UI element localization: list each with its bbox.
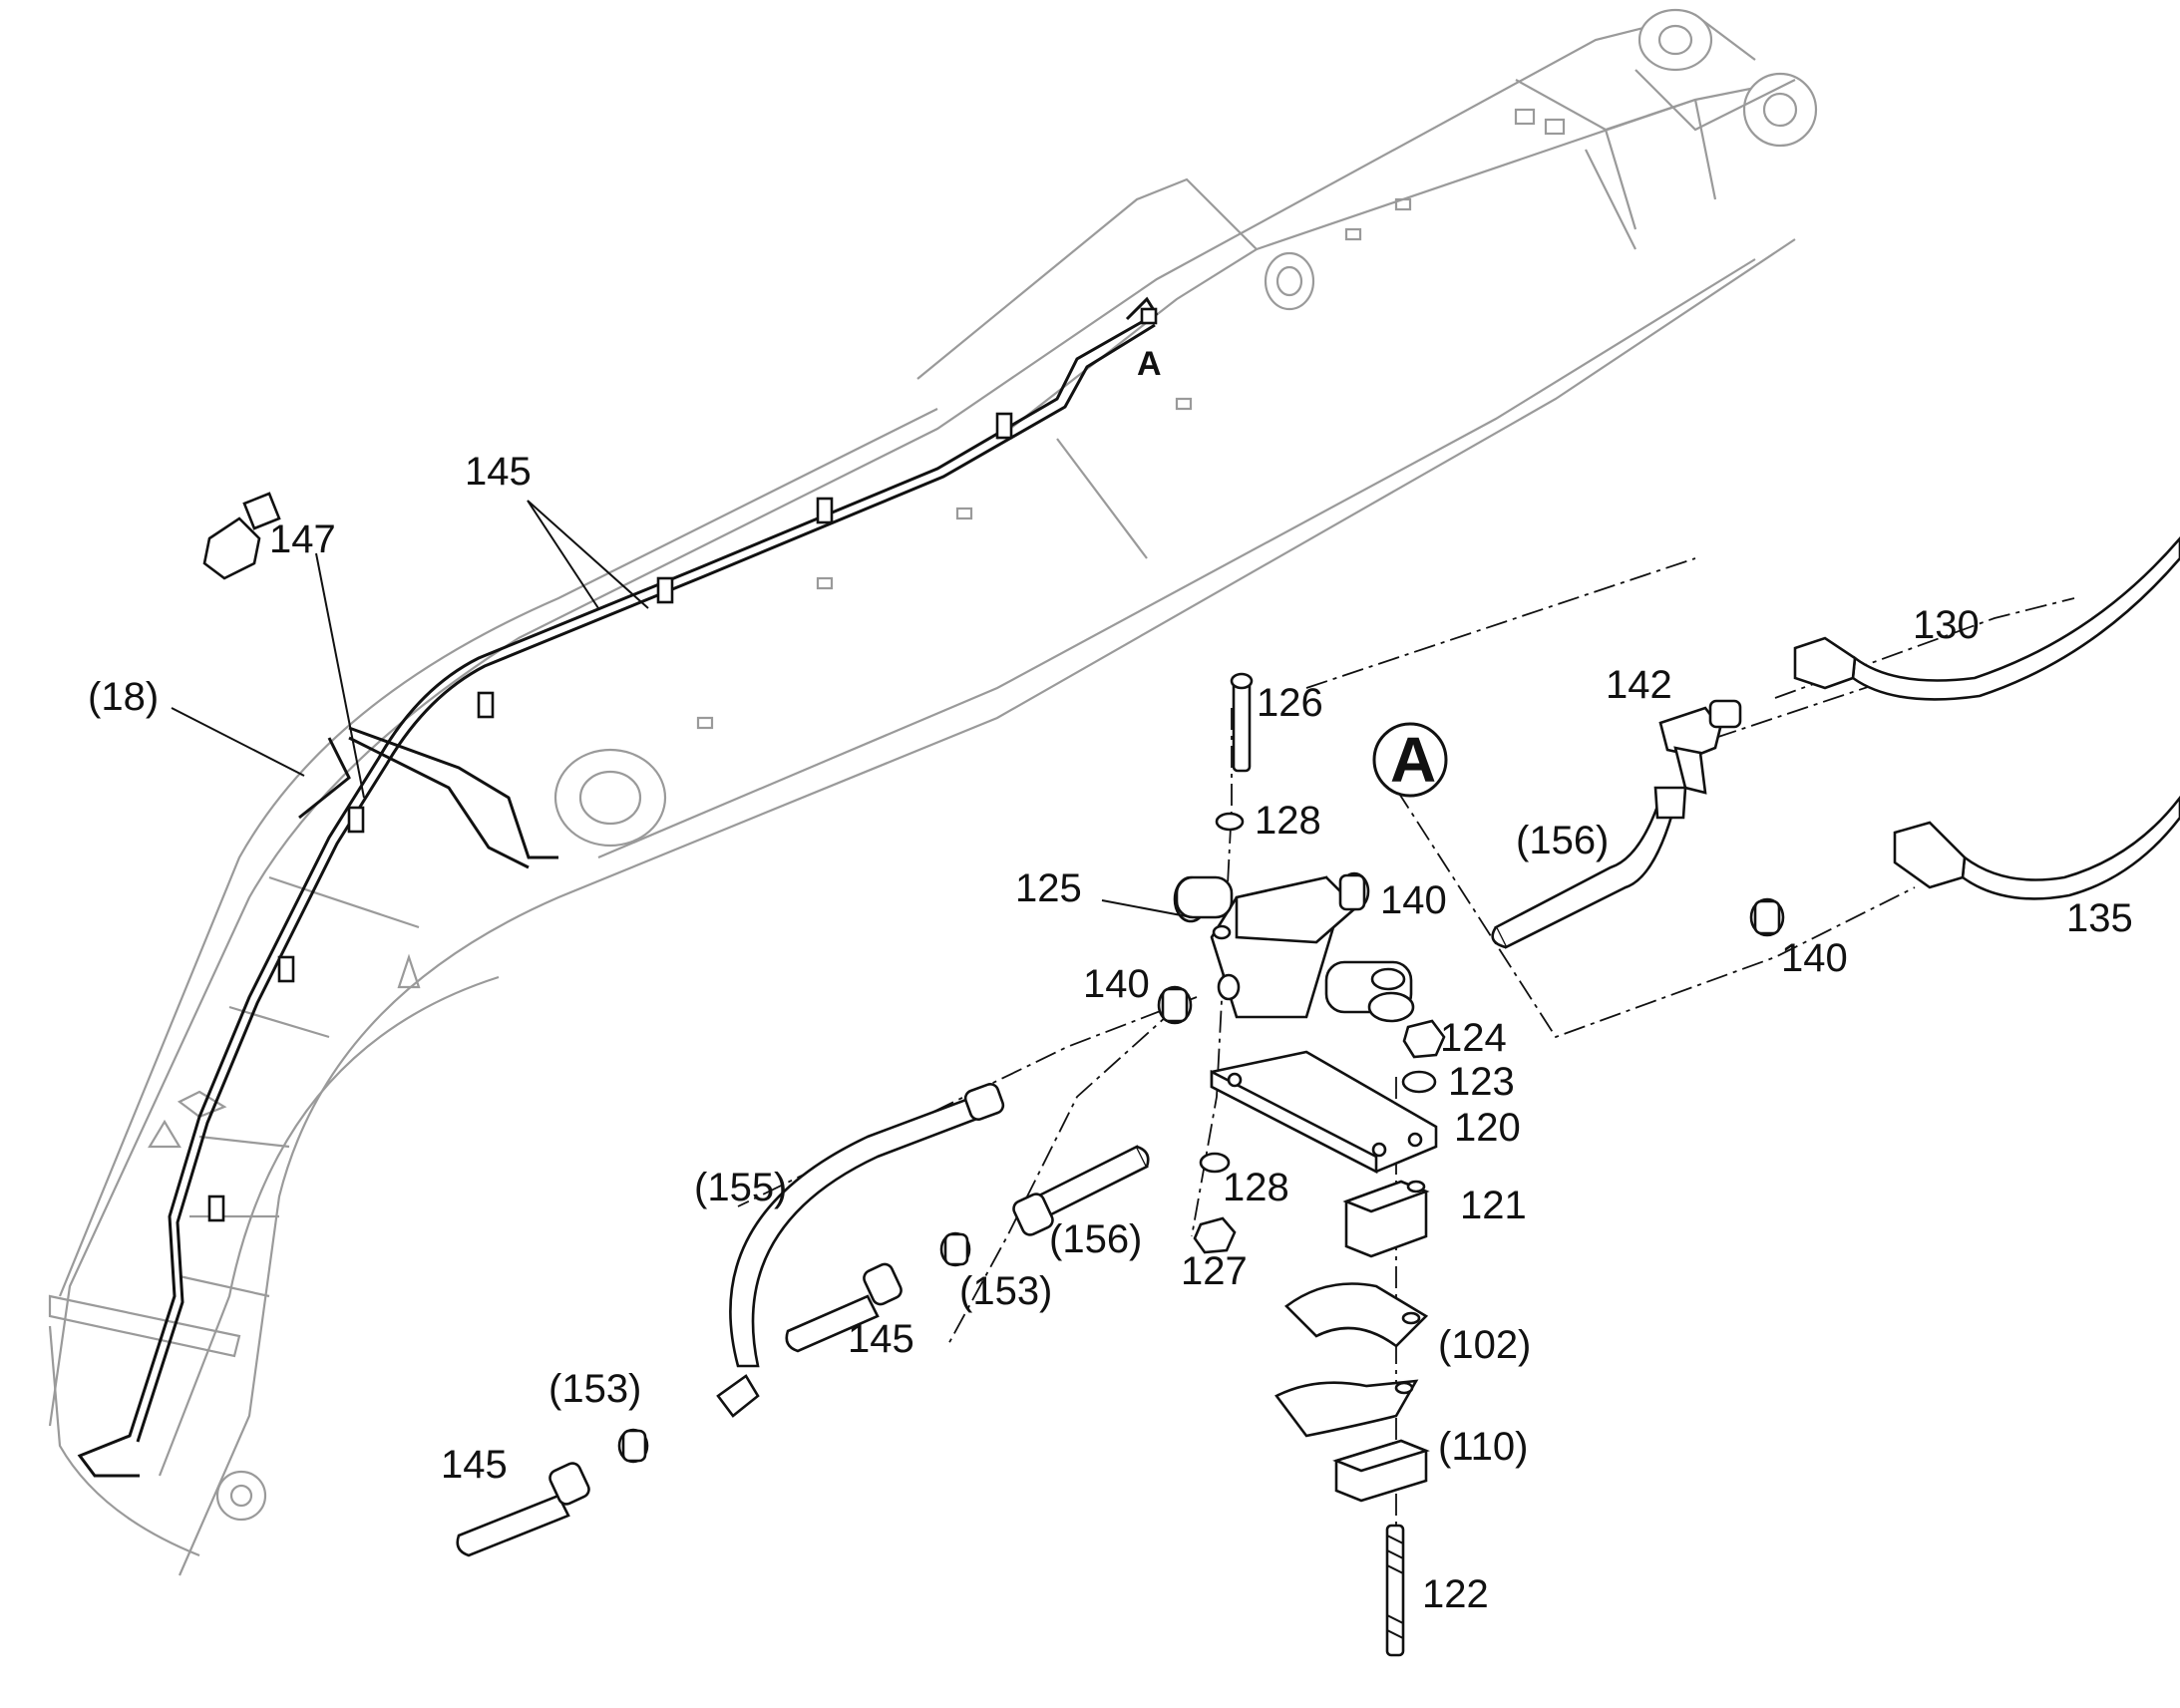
label-123: 123 [1448, 1060, 1515, 1104]
fitting-140-mid [1338, 871, 1370, 911]
nut-127 [1193, 1216, 1237, 1254]
label-145-mid: 145 [848, 1317, 914, 1361]
fitting-147 [202, 492, 281, 580]
detail-a-letter: A [1390, 724, 1436, 796]
valve-body-125 [1173, 875, 1358, 1019]
label-121: 121 [1460, 1184, 1527, 1227]
boom-structure [48, 8, 1818, 1576]
bracket-plate-120 [1210, 1050, 1438, 1175]
hose-end-145-left [456, 1462, 590, 1557]
hose-156-bottom [1012, 1145, 1150, 1236]
fitting-153-mid [939, 1231, 971, 1267]
label-128-bottom: 128 [1223, 1166, 1289, 1209]
label-140-left: 140 [1083, 962, 1150, 1006]
boom-hose-routing [77, 296, 1159, 1478]
hose-156-top [1491, 786, 1687, 949]
label-126: 126 [1257, 681, 1323, 725]
label-153-left: (153) [548, 1367, 641, 1411]
fitting-140-left [1157, 985, 1193, 1025]
washer-128-top [1215, 812, 1245, 832]
washer-128-bottom [1199, 1152, 1231, 1174]
label-153-mid: (153) [959, 1269, 1052, 1313]
hose-130 [1793, 536, 2180, 701]
valve-assembly-detail [171, 492, 2180, 1657]
nut-124 [1402, 1019, 1446, 1059]
hose-155 [716, 1083, 1005, 1418]
label-156-top: (156) [1516, 819, 1609, 862]
label-18: (18) [88, 675, 159, 719]
clamp-102 [1274, 1282, 1429, 1438]
label-128-top: 128 [1255, 799, 1321, 843]
label-142: 142 [1606, 663, 1672, 707]
label-145-left: 145 [441, 1443, 508, 1487]
label-124: 124 [1440, 1016, 1507, 1060]
label-147: 147 [269, 517, 336, 561]
spacer-110 [1332, 1439, 1430, 1503]
label-145-top: 145 [465, 450, 532, 494]
tee-fitting-142 [1658, 699, 1742, 795]
hose-end-145-mid [785, 1262, 903, 1353]
label-122: 122 [1422, 1572, 1489, 1616]
label-140-mid: 140 [1380, 878, 1447, 922]
label-125: 125 [1015, 866, 1082, 910]
label-156-bottom: (156) [1049, 1217, 1142, 1261]
part-labels: A A 145 147 (18) 126 128 125 140 140 140… [88, 345, 2133, 1616]
washer-123 [1401, 1070, 1437, 1094]
callout-a: A [1137, 345, 1162, 383]
label-102: (102) [1438, 1323, 1531, 1367]
hose-135 [1893, 795, 2180, 900]
label-127: 127 [1181, 1249, 1248, 1293]
bolt-126 [1230, 672, 1254, 773]
label-110: (110) [1438, 1425, 1528, 1469]
label-130: 130 [1913, 603, 1980, 647]
label-135: 135 [2066, 896, 2133, 940]
fitting-140-right [1749, 897, 1785, 937]
solenoid [1324, 960, 1415, 1023]
label-155: (155) [694, 1166, 787, 1209]
detail-a-callout [1372, 722, 1448, 798]
label-140-right: 140 [1781, 936, 1848, 980]
spacer-121 [1342, 1180, 1430, 1258]
label-120: 120 [1454, 1106, 1521, 1150]
fitting-153-left [617, 1428, 649, 1464]
stud-bolt-122 [1385, 1524, 1405, 1657]
